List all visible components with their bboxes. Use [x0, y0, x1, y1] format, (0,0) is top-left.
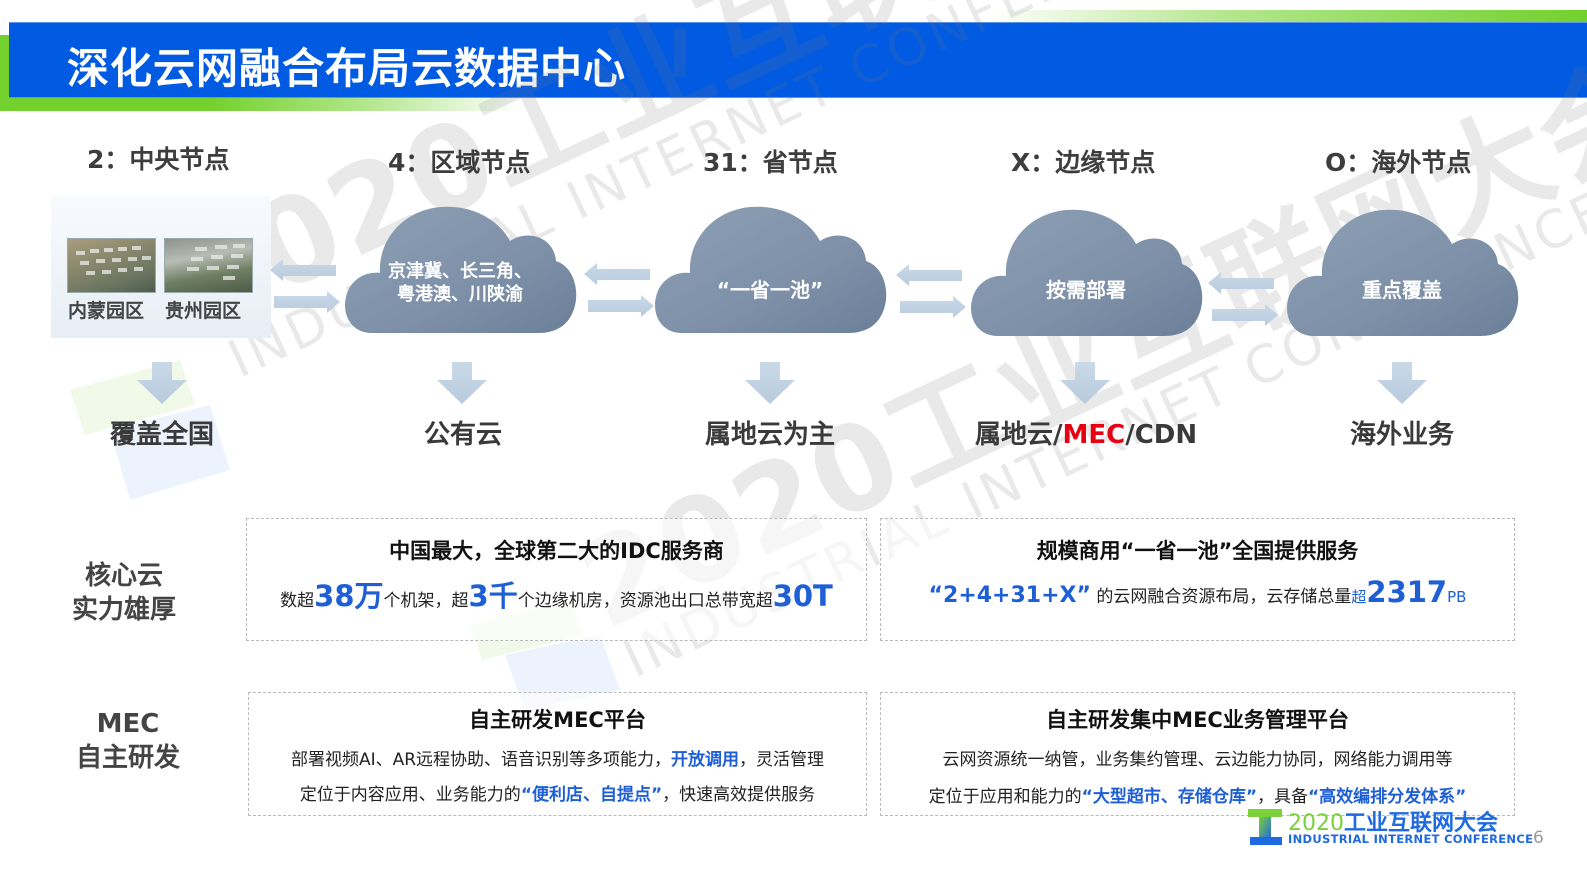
outcome-edge-pre: 属地云/ [975, 420, 1063, 450]
down-arrow-icon [1060, 362, 1110, 404]
box-title: 自主研发MEC平台 [469, 708, 646, 732]
cloud-text-line: 粤港澳、川陕渝 [397, 284, 523, 305]
highlight-supermarket: “大型超市、存储仓库” [1081, 787, 1257, 807]
text: 的云网融合资源布局，云存储总量 [1096, 587, 1352, 607]
cloud-text-line: 重点覆盖 [1362, 278, 1442, 302]
box-title: 规模商用“一省一池”全国提供服务 [1036, 539, 1359, 563]
outcome-edge: 属地云/MEC/CDN [975, 414, 1197, 451]
cloud-text-line: “一省一池” [716, 278, 824, 302]
cloud-icon [345, 206, 577, 333]
outcome-overseas: 海外业务 [1350, 420, 1455, 450]
box-line-2: 定位于内容应用、业务能力的“便利店、自提点”，快速高效提供服务 [249, 780, 866, 805]
stat-bandwidth: 30T [772, 579, 833, 613]
one-province-one-pool-box: 规模商用“一省一池”全国提供服务 “2+4+31+X” 的云网融合资源布局，云存… [880, 518, 1515, 641]
logo-title: 2020工业互联网大会 [1288, 805, 1498, 837]
text: 个机架，超 [383, 591, 469, 611]
cloud-icon [971, 209, 1203, 336]
cloud-text-line: 按需部署 [1046, 278, 1126, 302]
idc-provider-box: 中国最大，全球第二大的IDC服务商 数超38万个机架，超3千个边缘机房，资源池出… [246, 518, 867, 641]
row-label-line: 核心云 [85, 561, 164, 591]
inner-mongolia-park-photo [67, 238, 156, 293]
box-title: 自主研发集中MEC业务管理平台 [1046, 708, 1349, 732]
cloud-provincial-node: “一省一池” [652, 205, 888, 337]
stat-edge-rooms: 3千 [468, 579, 518, 613]
page-title: 深化云网融合布局云数据中心 [67, 44, 627, 93]
text: 个边缘机房，资源池出口总带宽超 [517, 591, 773, 611]
outcome-edge-post: /CDN [1125, 420, 1198, 450]
box-line-1: 云网资源统一纳管，业务集约管理、云边能力协同，网络能力调用等 [881, 745, 1514, 770]
node-header-provincial: 31：省节点 [703, 148, 838, 177]
park-label-inner-mongolia: 内蒙园区 [68, 300, 145, 322]
conference-t-logo-icon [1248, 809, 1282, 845]
text: 部署视频AI、AR远程协助、语音识别等多项能力， [290, 750, 672, 770]
box-line-2: 定位于应用和能力的“大型超市、存储仓库”，具备“高效编排分发体系” [881, 782, 1514, 807]
cloud-overseas-node: 重点覆盖 [1284, 208, 1520, 340]
bidirectional-arrow-icon [270, 259, 340, 313]
cloud-edge-node: 按需部署 [968, 208, 1204, 340]
outcome-provincial: 属地云为主 [705, 420, 836, 450]
box-title: 中国最大，全球第二大的IDC服务商 [389, 539, 724, 563]
storage-unit: PB [1447, 588, 1467, 606]
node-header-regional: 4：区域节点 [388, 148, 531, 177]
text: 定位于应用和能力的 [928, 787, 1082, 807]
title-accent-green-right [990, 10, 1587, 24]
row-label-core-cloud: 核心云 实力雄厚 [72, 559, 176, 627]
cloud-regional-node: 京津冀、长三角、 粤港澳、川陕渝 [342, 205, 578, 337]
box-line-1: 部署视频AI、AR远程协助、语音识别等多项能力，开放调用，灵活管理 [249, 745, 866, 770]
down-arrow-icon [137, 362, 187, 404]
text: ，具备 [1257, 787, 1308, 807]
text: 数超 [280, 591, 315, 611]
text: ，快速高效提供服务 [662, 785, 816, 805]
outcome-edge-mec: MEC [1062, 420, 1126, 450]
layout-formula: “2+4+31+X” [928, 583, 1091, 608]
bidirectional-arrow-icon [584, 263, 654, 317]
box-stats-line: “2+4+31+X” 的云网融合资源布局，云存储总量超2317PB [881, 575, 1514, 609]
highlight-open-call: 开放调用 [671, 750, 740, 770]
guizhou-park-photo [164, 238, 253, 293]
highlight-orchestration: “高效编排分发体系” [1308, 787, 1467, 807]
highlight-convenience-store: “便利店、自提点” [520, 785, 663, 805]
row-label-line: MEC [96, 709, 160, 739]
mec-management-platform-box: 自主研发集中MEC业务管理平台 云网资源统一纳管，业务集约管理、云边能力协同，网… [880, 692, 1515, 816]
mec-platform-box: 自主研发MEC平台 部署视频AI、AR远程协助、语音识别等多项能力，开放调用，灵… [248, 692, 867, 816]
text: ，灵活管理 [739, 750, 825, 770]
down-arrow-icon [1377, 362, 1427, 404]
cloud-icon [1287, 209, 1519, 336]
row-label-mec: MEC 自主研发 [76, 707, 180, 775]
down-arrow-icon [745, 362, 795, 404]
row-label-line: 实力雄厚 [72, 595, 177, 625]
conference-logo: 2020工业互联网大会 INDUSTRIAL INTERNET CONFEREN… [1248, 805, 1533, 849]
cloud-icon [655, 206, 887, 333]
central-node-panel: 内蒙园区 贵州园区 [51, 196, 271, 338]
node-header-overseas: O：海外节点 [1325, 148, 1472, 177]
page-number: 6 [1533, 828, 1544, 848]
stat-storage: 2317 [1366, 575, 1448, 609]
down-arrow-icon [437, 362, 487, 404]
park-label-guizhou: 贵州园区 [165, 300, 242, 322]
box-stats-line: 数超38万个机架，超3千个边缘机房，资源池出口总带宽超30T [247, 573, 866, 615]
text: 云网资源统一纳管，业务集约管理、云边能力协同，网络能力调用等 [942, 750, 1453, 770]
title-banner: 深化云网融合布局云数据中心 [9, 22, 1587, 98]
logo-cn: 工业互联网大会 [1344, 811, 1499, 836]
row-label-line: 自主研发 [76, 743, 181, 773]
bidirectional-arrow-icon [1208, 272, 1278, 326]
text: 超 [1351, 588, 1367, 606]
outcome-regional: 公有云 [424, 420, 503, 450]
outcome-central: 覆盖全国 [110, 420, 215, 450]
bidirectional-arrow-icon [896, 264, 966, 318]
stat-racks: 38万 [314, 579, 384, 613]
node-header-edge: X：边缘节点 [1011, 148, 1156, 177]
node-header-central: 2：中央节点 [87, 145, 230, 174]
text: 定位于内容应用、业务能力的 [299, 785, 521, 805]
logo-subtitle: INDUSTRIAL INTERNET CONFERENCE [1288, 832, 1534, 846]
logo-year: 2020 [1288, 811, 1344, 836]
cloud-text-line: 京津冀、长三角、 [388, 261, 532, 282]
